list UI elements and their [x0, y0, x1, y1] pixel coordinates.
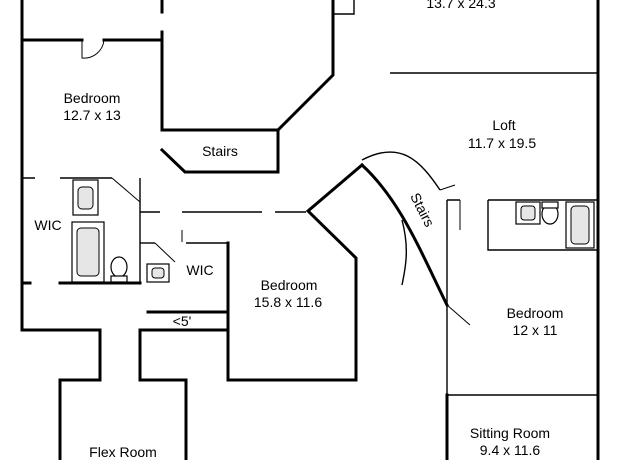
- bedroom-nw-dims: 12.7 x 13: [63, 107, 121, 123]
- bath-fixtures: [71, 179, 595, 283]
- stairs-curved-label: Stairs: [407, 190, 438, 229]
- bedroom-nw-name: Bedroom: [64, 90, 121, 106]
- bedroom-e-dims: 12 x 11: [513, 322, 558, 338]
- sitting-room-dims: 9.4 x 11.6: [480, 442, 541, 458]
- loft-dims: 11.7 x 19.5: [468, 135, 536, 151]
- wic-left-label: WIC: [34, 217, 61, 233]
- wic-mid-label: WIC: [186, 262, 213, 278]
- bedroom-e-name: Bedroom: [507, 305, 564, 321]
- sitting-room-name: Sitting Room: [470, 425, 550, 441]
- flex-room-label: Flex Room: [89, 444, 157, 460]
- bedroom-mid-name: Bedroom: [261, 277, 318, 293]
- toilet-left: [110, 256, 128, 278]
- room-labels: 13.7 x 24.3 Bedroom 12.7 x 13 Stairs Lof…: [34, 0, 563, 460]
- doors: [21, 39, 471, 326]
- bedroom-mid-dims: 15.8 x 11.6: [254, 294, 322, 310]
- loft-name: Loft: [492, 117, 515, 133]
- stairs-upper-label: Stairs: [202, 143, 238, 159]
- walls: [20, 0, 600, 460]
- low-ceiling-label: <5': [173, 313, 192, 329]
- top-room-dims: 13.7 x 24.3: [426, 0, 495, 11]
